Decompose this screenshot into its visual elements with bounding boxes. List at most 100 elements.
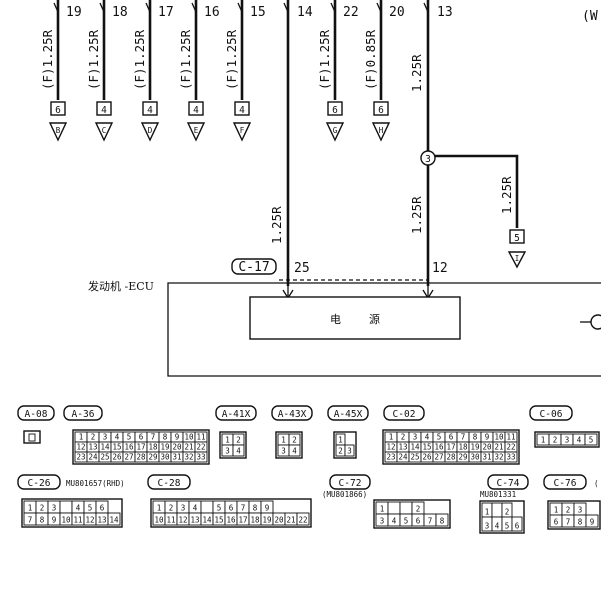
connector-label-frame [487, 474, 529, 490]
branch-group: 19(F)1.25R6B18(F)1.25R4C17(F)1.25R4D16(F… [40, 0, 405, 142]
ecu-connector-id: C-17 [238, 260, 269, 275]
branch-arrow-label-16: E [194, 126, 199, 135]
branch-arrow-18 [94, 122, 114, 142]
connector-pin: 15 [112, 443, 121, 452]
connector-label-frame [271, 405, 313, 421]
connector-label-frame [383, 405, 425, 421]
junction-label: 3 [425, 154, 431, 165]
connector-id: A-43X [278, 409, 307, 420]
branch-block-label-20: 6 [378, 105, 384, 116]
connector-pin: 12 [178, 516, 187, 525]
connector-pin: 9 [52, 516, 57, 525]
connector-id: C-74 [497, 478, 520, 489]
branch-block-20 [373, 101, 389, 116]
connector-pin: 2 [566, 506, 571, 515]
connector-pin: 27 [434, 453, 443, 462]
branch-pin-22: 22 [343, 5, 359, 20]
connector-pin: 5 [127, 433, 132, 442]
connector-pin: 22 [196, 443, 205, 452]
connector-pin: 21 [494, 443, 503, 452]
connector-pin: 13 [88, 443, 97, 452]
connector-pin: 5 [217, 504, 222, 513]
connector-pin: 30 [160, 453, 170, 462]
connector-pin: 6 [554, 518, 559, 527]
connector-a-08: A-08 [17, 405, 55, 444]
branch-arrow-label-18: C [102, 126, 107, 135]
connector-pin: 10 [154, 516, 164, 525]
connector-pin: 5 [505, 522, 510, 531]
connector-pin: 3 [413, 433, 418, 442]
connector-cell [585, 514, 599, 528]
connector-pin: 8 [578, 518, 583, 527]
connector-pin: 7 [428, 517, 433, 526]
connector-pin: 16 [434, 443, 444, 452]
connector-pin: 6 [139, 433, 144, 442]
connector-cell [435, 513, 449, 527]
connector-pin: 7 [566, 518, 571, 527]
connector-pin: 31 [172, 453, 181, 462]
connector-cell [107, 512, 121, 526]
connector-pin: 8 [253, 504, 258, 513]
connector-pin: 13 [190, 516, 199, 525]
connector-pin: 2 [553, 436, 558, 445]
branch-pin-20: 20 [389, 5, 405, 20]
connector-pin: 3 [565, 436, 570, 445]
side-block [509, 229, 525, 244]
connector-pin: 6 [100, 504, 105, 513]
connector-pin: 2 [169, 504, 174, 513]
connector-pin: 1 [225, 436, 230, 445]
main-wire-left-pin: 14 [297, 5, 313, 20]
connector-label-frame [215, 405, 257, 421]
connector-cell [296, 512, 310, 526]
connector-cell [200, 500, 214, 514]
connector-pin: 18 [458, 443, 468, 452]
connector-pin: 4 [292, 447, 297, 456]
connector-pin: 11 [166, 516, 175, 525]
connector-pin: 7 [151, 433, 156, 442]
connector-id: A-45X [334, 409, 363, 420]
connector-part-number: (MU801866) [322, 490, 367, 499]
connector-pin: 14 [100, 443, 110, 452]
connector-pin: 12 [85, 516, 94, 525]
connector-pin: 1 [541, 436, 546, 445]
connector-pin: 10 [494, 433, 504, 442]
connector-pin: 30 [470, 453, 480, 462]
branch-spec-20: (F)0.85R [363, 29, 378, 90]
connector-id: C-06 [540, 409, 563, 420]
branch-block-label-22: 6 [332, 105, 338, 116]
connector-label-frame [329, 474, 371, 490]
branch-spec-17: (F)1.25R [132, 29, 147, 90]
power-box [249, 296, 461, 340]
connector-pin: 2 [401, 433, 406, 442]
connector-cell [344, 444, 355, 457]
junction-branch: 3 1.25R 5 I [420, 150, 527, 269]
connector-pin: 12 [386, 443, 395, 452]
connector-pin: 12 [76, 443, 85, 452]
connector-pin: 24 [398, 453, 408, 462]
connector-pin: 31 [482, 453, 491, 462]
connector-pin: 17 [446, 443, 455, 452]
main-wire-left: 14 1.25R [269, 0, 313, 286]
connector-pin: 4 [76, 504, 81, 513]
connector-pin: 22 [506, 443, 515, 452]
branch-block-18 [96, 101, 112, 116]
connector-part-number: MU801331 [480, 490, 516, 499]
connector-pin: 13 [398, 443, 407, 452]
connector-pin: 3 [103, 433, 108, 442]
connector-cell [387, 501, 401, 515]
connector-pin: 4 [236, 447, 241, 456]
branch-block-19 [50, 101, 66, 116]
connector-pin: 6 [416, 517, 421, 526]
connector-pin: 32 [494, 453, 503, 462]
connector-id: C-26 [28, 478, 51, 489]
connector-pin: 8 [440, 517, 445, 526]
branch-arrow-label-20: H [379, 126, 384, 135]
connector-label-frame [529, 405, 573, 421]
connector-pin: 4 [115, 433, 120, 442]
